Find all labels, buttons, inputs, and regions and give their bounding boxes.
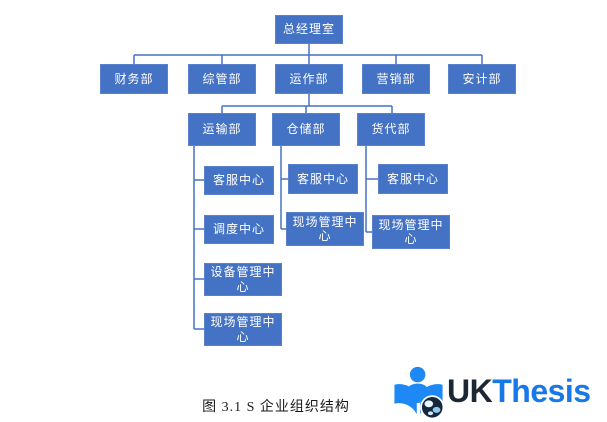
org-box-transport-dispatch-center: 调度中心 [204, 215, 274, 244]
org-box-marketing-dept: 营销部 [362, 64, 430, 94]
org-box-transport-equipment-mgmt-center: 设备管理中心 [204, 263, 282, 296]
org-box-freight-customer-service-center: 客服中心 [378, 164, 448, 194]
org-box-transport-customer-service-center: 客服中心 [204, 166, 274, 195]
org-box-transport-dept: 运输部 [188, 113, 256, 146]
org-box-general-admin-dept: 综管部 [188, 64, 256, 94]
org-box-general-manager-office: 总经理室 [275, 15, 343, 44]
ukthesis-logo-text: UKThesis [447, 373, 591, 410]
org-box-freight-dept: 货代部 [357, 113, 425, 146]
org-box-warehouse-dept: 仓储部 [272, 113, 340, 146]
figure-caption: 图 3.1 S 企业组织结构 [202, 400, 350, 415]
org-box-warehouse-site-mgmt-center: 现场管理中心 [286, 212, 364, 246]
org-box-operations-dept: 运作部 [275, 64, 343, 94]
org-box-transport-site-mgmt-center: 现场管理中心 [204, 313, 282, 346]
org-box-freight-site-mgmt-center: 现场管理中心 [372, 215, 450, 249]
logo-text-uk: UK [447, 373, 493, 409]
org-box-warehouse-customer-service-center: 客服中心 [288, 164, 358, 194]
ukthesis-logo: UKThesis [390, 364, 607, 422]
ukthesis-book-icon [394, 366, 445, 420]
org-box-audit-dept: 安计部 [448, 64, 516, 94]
org-box-finance-dept: 财务部 [100, 64, 168, 94]
logo-text-thesis: Thesis [492, 373, 591, 409]
